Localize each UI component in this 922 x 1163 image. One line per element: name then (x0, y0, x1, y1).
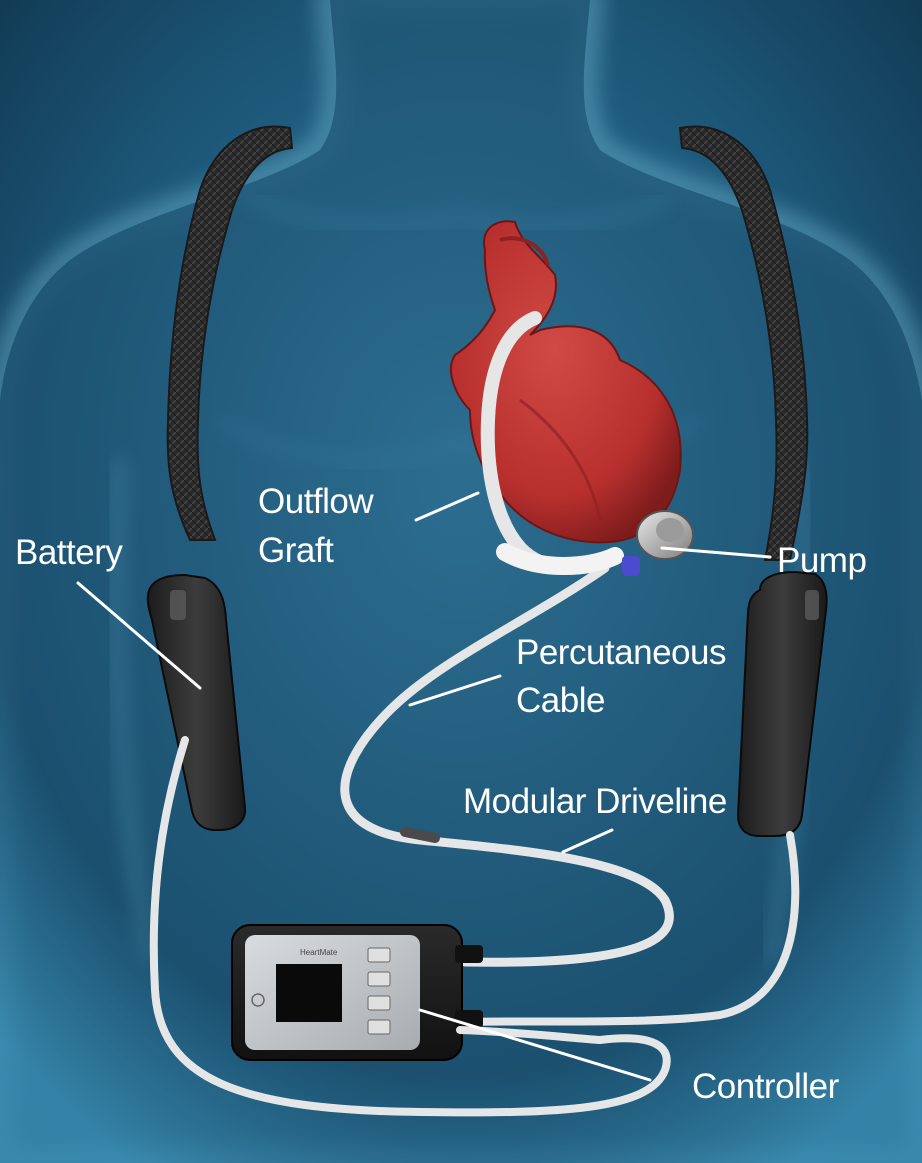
driveline-connector (405, 832, 435, 838)
controller-port-top (455, 945, 483, 963)
label-outflow-graft-line1: Outflow (258, 482, 374, 521)
label-battery: Battery (15, 533, 123, 572)
controller-brand: HeartMate (300, 948, 338, 957)
label-outflow-graft-line2: Graft (258, 531, 334, 570)
label-percutaneous-cable-line2: Cable (516, 681, 605, 720)
label-controller: Controller (692, 1067, 840, 1106)
pump-ring (622, 556, 640, 576)
label-modular-driveline: Modular Driveline (463, 782, 727, 821)
controller-icon-3 (368, 996, 390, 1010)
controller-screen (276, 964, 342, 1022)
label-pump: Pump (777, 541, 866, 580)
controller-icon-2 (368, 972, 390, 986)
controller-icon-1 (368, 948, 390, 962)
label-percutaneous-cable-line1: Percutaneous (516, 633, 726, 672)
controller-icon-4 (368, 1020, 390, 1034)
controller: HeartMate (232, 925, 483, 1060)
